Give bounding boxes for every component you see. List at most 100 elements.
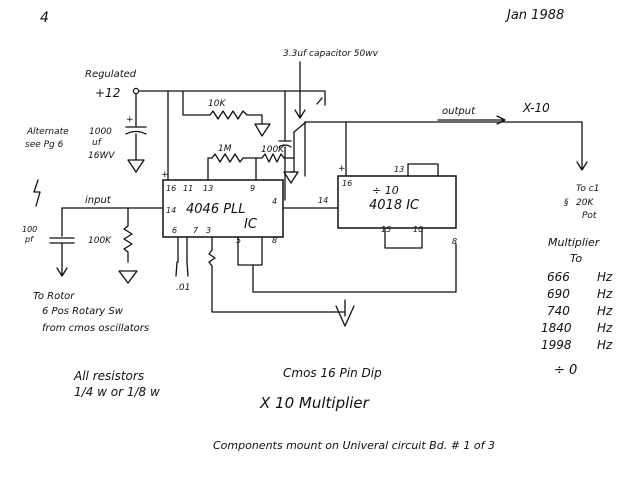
- c100pf-value: 100: [22, 225, 37, 234]
- ic4018-pin-8: 8: [452, 237, 457, 246]
- rail-to-10k: [182, 90, 211, 116]
- divide-zero-label: ÷ 0: [554, 363, 577, 378]
- alternate-arrow: [33, 179, 41, 207]
- pin13-link: [407, 163, 439, 177]
- row-unit: Hz: [597, 338, 613, 352]
- c01-capacitor: [175, 261, 189, 277]
- supply-to-4018: [304, 121, 347, 177]
- c1000-value: 1000: [89, 127, 112, 137]
- multiplier-rows: 666 Hz 690 Hz 740 Hz 1840 Hz 1998 Hz: [541, 270, 613, 352]
- input-label: input: [85, 195, 112, 206]
- ic4046-line1: 4046 PLL: [186, 202, 246, 217]
- ground-bus: [252, 243, 457, 293]
- c1000-voltage: 16WV: [88, 151, 115, 161]
- ic4046-pin-7: 7: [193, 226, 199, 235]
- row-freq: 1840: [541, 321, 572, 335]
- ic4018-line2: 4018 IC: [369, 198, 420, 213]
- see-page-label: see Pg 6: [25, 140, 64, 150]
- resistors-note-1: All resistors: [73, 369, 144, 383]
- r10k-label: 10K: [208, 99, 226, 109]
- row-freq: 1998: [541, 338, 572, 352]
- ic4018-pin14-label: 14: [318, 196, 328, 205]
- c1000-ground: [127, 159, 145, 173]
- x10-label: X-10: [522, 101, 550, 115]
- pot-label-1: To c1: [576, 184, 599, 194]
- output-to-pot: [345, 121, 588, 171]
- package-note: Cmos 16 Pin Dip: [283, 366, 382, 380]
- r100k-input-label: 100K: [88, 236, 112, 246]
- c1000-plus: +: [126, 115, 134, 125]
- pot-label-3: 20K: [576, 198, 594, 208]
- ic4046-pin-14: 14: [166, 206, 176, 215]
- ic4046-pin-4: 4: [272, 197, 277, 206]
- r100k-top-resistor: [255, 153, 295, 163]
- r10k-resistor: [209, 110, 263, 125]
- ic4018-pin-16: 16: [342, 179, 352, 188]
- ic4046-pin-16: 16: [166, 184, 176, 193]
- page-title: X 10 Multiplier: [259, 394, 370, 412]
- ic4046-plus: +: [161, 170, 169, 180]
- multiplier-heading-1: Multiplier: [548, 236, 601, 249]
- pot-label-2: §: [564, 198, 569, 208]
- row-unit: Hz: [597, 321, 613, 335]
- c01-label: .01: [176, 283, 190, 293]
- row-freq: 740: [547, 304, 570, 318]
- rotor-label-3: from cmos oscillators: [42, 323, 149, 334]
- cap33-label: 3.3uf capacitor 50wv: [283, 49, 379, 59]
- row-freq: 690: [547, 287, 570, 301]
- ground-arrow: [335, 299, 355, 327]
- ic4046-pin-8: 8: [272, 236, 277, 245]
- date-label: Jan 1988: [504, 8, 564, 23]
- r100k-input-resistor: [123, 207, 133, 263]
- cap33-ground: [283, 171, 299, 184]
- alternate-label: Alternate: [26, 127, 69, 137]
- pin5-pin8-link: [237, 236, 263, 266]
- dashed-link: [293, 97, 323, 133]
- ic4046-pin-13: 13: [203, 184, 213, 193]
- supply-label: +12: [95, 86, 120, 100]
- page-number: 4: [40, 10, 49, 26]
- row-unit: Hz: [597, 304, 613, 318]
- r10k-ground: [254, 123, 271, 137]
- ic4018-pin-13: 13: [394, 165, 404, 174]
- cap33-node: [289, 131, 295, 173]
- ic4046-line2: IC: [244, 217, 258, 232]
- supply-rail: [138, 90, 326, 106]
- r1m-label: 1M: [218, 144, 232, 154]
- ic4018-pin-10: 10: [413, 225, 423, 234]
- c1000-unit: uf: [92, 138, 103, 148]
- cap33-plate-bottom: [278, 144, 292, 148]
- pin15-pin10-link: [384, 227, 423, 249]
- pin3-feedback-wire: [208, 236, 346, 313]
- rotor-label-1: To Rotor: [33, 291, 75, 302]
- ic-4018: [337, 175, 457, 229]
- regulated-label: Regulated: [85, 69, 137, 80]
- c1000-plate-bottom: [125, 130, 147, 135]
- r1m-resistor: [207, 153, 257, 181]
- rotor-label-2: 6 Pos Rotary Sw: [42, 306, 124, 317]
- ic4046-pin-6: 6: [172, 226, 177, 235]
- ic4046-pin-3: 3: [206, 226, 211, 235]
- output-label: output: [442, 106, 476, 117]
- pot-label-4: Pot: [582, 211, 597, 221]
- c100pf-unit: pf: [24, 235, 34, 244]
- resistors-note-2: 1/4 w or 1/8 w: [74, 385, 160, 399]
- cap33-arrow: [294, 61, 306, 119]
- ic4018-pin-15: 15: [381, 225, 391, 234]
- row-unit: Hz: [597, 270, 613, 284]
- footer-note: Components mount on Univeral circuit Bd.…: [213, 439, 495, 452]
- ic4018-plus: +: [338, 164, 346, 174]
- ic4018-line1: ÷ 10: [372, 184, 399, 197]
- c100pf-to-rotor-arrow: [56, 242, 68, 277]
- row-unit: Hz: [597, 287, 613, 301]
- output-arrow: [437, 115, 506, 125]
- supply-terminal: [132, 87, 140, 95]
- r100k-input-ground: [118, 270, 138, 284]
- multiplier-heading-2: To: [570, 252, 582, 265]
- row-freq: 666: [547, 270, 570, 284]
- ic4046-pin-11: 11: [183, 184, 193, 193]
- r100k-top-label: 100K: [261, 145, 285, 155]
- ic4046-pin-9: 9: [250, 184, 255, 193]
